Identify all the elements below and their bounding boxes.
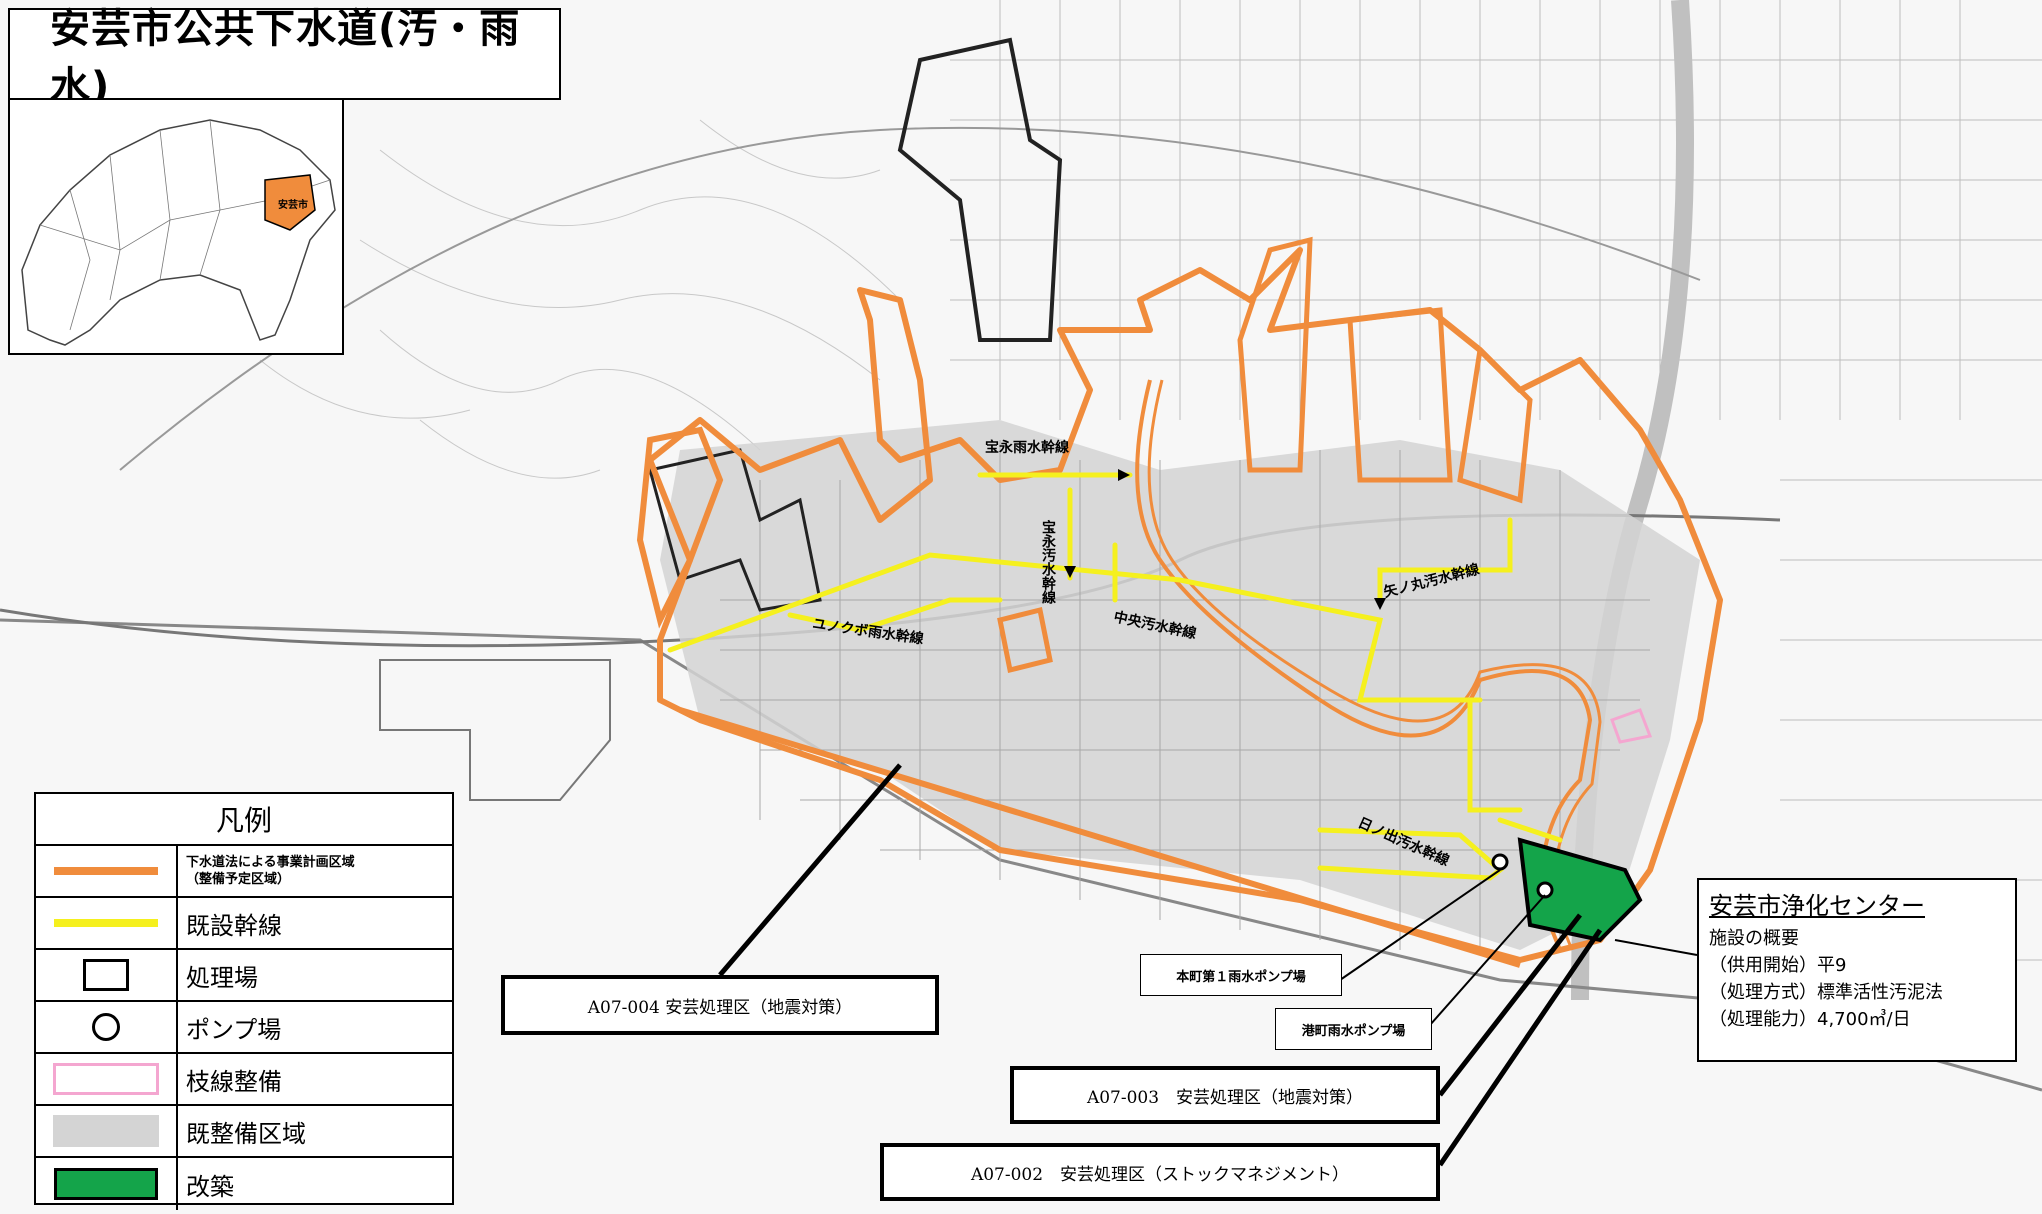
planned-area-west — [636, 426, 724, 629]
facility-line-start: （供用開始）平9 — [1709, 955, 1847, 976]
legend-row-trunk: 既設幹線 — [36, 898, 452, 950]
terrain-hatching — [259, 119, 901, 479]
trunk-arrows — [1064, 469, 1386, 610]
label-pump-honmachi: 本町第１雨水ポンプ場 — [1140, 954, 1342, 996]
legend-row-planned: 下水道法による事業計画区域 （整備予定区域） — [36, 846, 452, 898]
trunk-konokuki — [787, 597, 1003, 633]
pump-minatomachi — [1536, 881, 1554, 899]
legend-label-developed: 既整備区域 — [186, 1119, 306, 1148]
loop-road — [1135, 379, 1593, 951]
legend-row-plant: 処理場 — [36, 950, 452, 1002]
square-icon — [83, 959, 129, 991]
legend: 凡例 下水道法による事業計画区域 （整備予定区域） 既設幹線 処理場 ポンプ場 … — [34, 792, 454, 1210]
legend-label-plant: 処理場 — [186, 963, 258, 992]
label-houei-rain: 宝永雨水幹線 — [985, 439, 1069, 456]
callout-a07-003: A07-003 安芸処理区（地震対策） — [1010, 1066, 1440, 1124]
planned-area-north — [1237, 236, 1313, 473]
trunk-yanomaru-2 — [1357, 697, 1523, 813]
inset-prefecture-map: 安芸市 — [10, 100, 342, 353]
field-grid — [950, 0, 2042, 961]
legend-row-pump: ポンプ場 — [36, 1002, 452, 1054]
legend-label-rebuild: 改築 — [186, 1172, 234, 1201]
inset-highlight-label: 安芸市 — [278, 198, 308, 211]
inset-map: 安芸市 — [8, 98, 344, 355]
planned-area-north-2 — [1347, 307, 1453, 483]
facility-line-capacity: （処理能力）4,700㎥/日 — [1709, 1009, 1911, 1030]
treatment-plant — [1517, 837, 1643, 943]
inset-highlight — [264, 174, 316, 231]
facility-heading: 施設の概要 — [1709, 928, 1799, 949]
planned-area-blob — [997, 606, 1053, 674]
circle-icon — [92, 1013, 120, 1041]
callout-a07-004: A07-004 安芸処理区（地震対策） — [501, 975, 939, 1035]
legend-label-planned: 下水道法による事業計画区域 （整備予定区域） — [186, 855, 355, 887]
trunk-lines — [667, 472, 1563, 881]
facility-line-method: （処理方式）標準活性汚泥法 — [1709, 982, 1943, 1003]
admin-boundary-2 — [648, 448, 822, 612]
legend-row-branch: 枝線整備 — [36, 1054, 452, 1106]
map-title: 安芸市公共下水道(汚・雨水) — [8, 6, 561, 110]
legend-row-developed: 既整備区域 — [36, 1106, 452, 1158]
legend-label-branch: 枝線整備 — [186, 1067, 282, 1096]
facility-name: 安芸市浄化センター — [1709, 892, 1925, 920]
planned-area-south-shore — [679, 707, 1521, 968]
planned-area-north-3 — [1457, 344, 1533, 504]
label-pump-minatomachi: 港町雨水ポンプ場 — [1275, 1008, 1432, 1050]
legend-label-trunk: 既設幹線 — [186, 911, 282, 940]
legend-heading: 凡例 — [36, 794, 452, 846]
highway — [119, 126, 1701, 471]
harbor — [379, 659, 611, 801]
pump-honmachi — [1491, 853, 1509, 871]
callout-a07-002: A07-002 安芸処理区（ストックマネジメント） — [880, 1143, 1440, 1201]
admin-boundary — [897, 37, 1063, 342]
facility-info: 安芸市浄化センター 施設の概要 （供用開始）平9 （処理方式）標準活性汚泥法 （… — [1697, 878, 2017, 1062]
legend-label-pump: ポンプ場 — [186, 1015, 282, 1044]
legend-row-rebuild: 改築 — [36, 1158, 452, 1210]
trunk-hinode-2 — [1497, 817, 1563, 843]
label-houei-sewage: 宝永汚水幹線 — [1040, 519, 1057, 605]
leader-lines — [718, 763, 1698, 1167]
trunk-yanomaru — [1377, 517, 1513, 603]
branch-work — [1610, 708, 1653, 744]
